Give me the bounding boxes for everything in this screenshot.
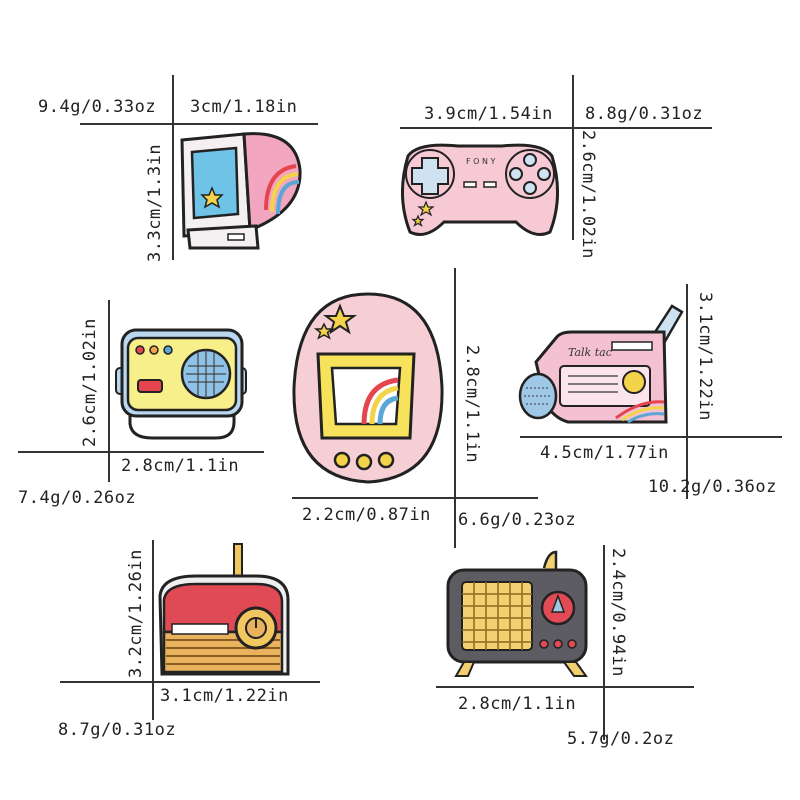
dimension-line [60,681,320,683]
height-label: 2.6cm/1.02in [578,130,598,259]
dimension-line [603,545,605,740]
height-label: 2.4cm/0.94in [608,548,628,677]
height-label: 3.2cm/1.26in [126,549,146,678]
height-label: 3.1cm/1.22in [695,292,715,421]
dimension-line [108,300,110,482]
width-label: 2.2cm/0.87in [302,505,431,525]
width-label: 3.1cm/1.22in [160,686,289,706]
walkman-pin: Talk tac [518,304,684,424]
weight-label: 5.7g/0.2oz [567,729,675,749]
walkman-label: Talk tac [568,346,612,359]
weight-label: 8.7g/0.31oz [58,720,177,740]
weight-label: 7.4g/0.26oz [18,488,137,508]
gamepad-pin: F O N Y [400,143,560,236]
dimension-line [80,123,318,125]
height-label: 2.8cm/1.1in [462,345,482,464]
dimension-line [400,127,712,129]
yellow-radio-pin [115,328,247,440]
dimension-line [18,451,264,453]
width-label: 3cm/1.18in [190,97,298,117]
dimension-line [520,436,782,438]
height-label: 2.6cm/1.02in [80,318,100,447]
red-radio-pin [158,543,290,676]
dimension-line [292,497,538,499]
weight-label: 6.6g/0.23oz [458,510,577,530]
width-label: 2.8cm/1.1in [121,456,240,476]
retro-computer-pin [180,132,302,250]
tamagotchi-pin [292,292,444,484]
tv-radio-pin [446,550,588,677]
dimension-line [152,540,154,720]
dimension-line [686,284,688,499]
weight-label: 9.4g/0.33oz [38,97,157,117]
width-label: 2.8cm/1.1in [458,694,577,714]
height-label: 3.3cm/1.3in [145,143,165,262]
dimension-line [454,268,456,548]
width-label: 3.9cm/1.54in [424,104,553,124]
weight-label: 10.2g/0.36oz [648,477,777,497]
width-label: 4.5cm/1.77in [540,443,669,463]
dimension-line [436,686,694,688]
dimension-line [172,75,174,260]
weight-label: 8.8g/0.31oz [585,104,704,124]
dimension-line [572,75,574,240]
brand-text: F O N Y [466,157,496,166]
